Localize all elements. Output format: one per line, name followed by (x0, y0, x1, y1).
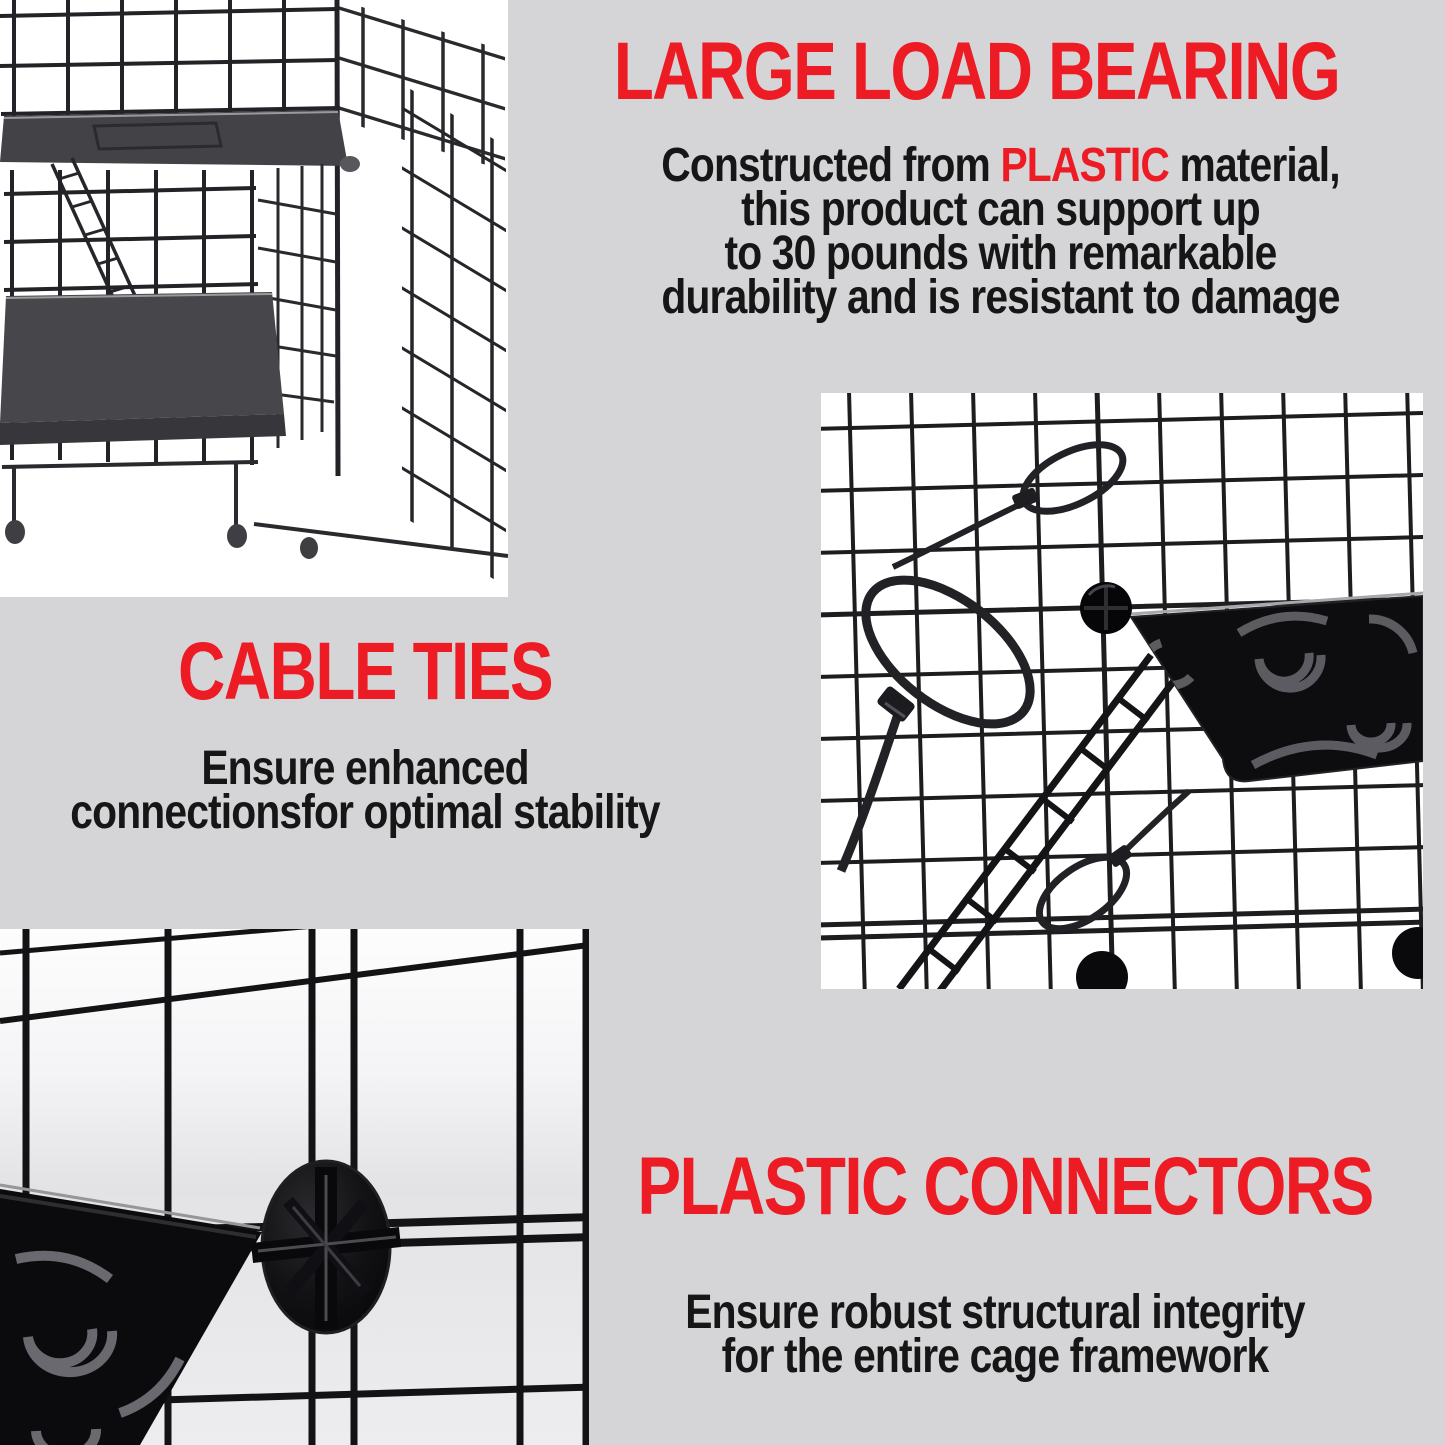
body-line: Ensure robust structural integrity (685, 1286, 1305, 1339)
plastic-connectors-body: Ensure robust structural integrity for t… (591, 1286, 1399, 1383)
highlight-text: PLASTIC (1000, 139, 1170, 192)
body-line: Constructed from PLASTIC material, (623, 142, 1379, 190)
door-grid (402, 88, 506, 580)
corner-post-wire (334, 0, 341, 477)
cable-ties-title: CABLE TIES (178, 626, 554, 717)
body-line: Ensure enhanced (201, 742, 529, 795)
connector-dome (1076, 951, 1128, 989)
side-panel-grid (339, 6, 505, 165)
plastic-connectors-title: PLASTIC CONNECTORS (637, 1141, 1374, 1232)
cable-ties-section: CABLE TIES Ensure enhanced connectionsfo… (0, 626, 745, 839)
shelf-mat (0, 110, 360, 172)
body-line: for the entire cage framework (721, 1330, 1270, 1383)
load-bearing-body: Constructed from PLASTIC material, this … (623, 142, 1379, 324)
body-line: this product can support up (741, 183, 1261, 236)
wire-grid (821, 393, 1423, 989)
plastic-connectors-section: PLASTIC CONNECTORS Ensure robust structu… (540, 1141, 1445, 1383)
upper-back-grid (0, 0, 341, 128)
cage-photo-svg (0, 0, 508, 597)
cable-tie-bottom (1035, 788, 1191, 933)
body-line: to 30 pounds with remarkable (724, 227, 1277, 280)
body-text: Constructed from (661, 139, 1001, 192)
load-bearing-title: LARGE LOAD BEARING (613, 26, 1341, 117)
cable-ties-photo (821, 393, 1423, 989)
floor-mat (0, 292, 286, 445)
load-bearing-section: LARGE LOAD BEARING Constructed from PLAS… (508, 26, 1445, 324)
cable-tie-top (891, 441, 1127, 570)
swirl-pattern (14, 1250, 185, 1445)
body-line: connectionsfor optimal stability (70, 786, 660, 839)
connector-disk (250, 1159, 402, 1335)
plastic-connector-photo (0, 929, 589, 1445)
connector-edge (1392, 927, 1423, 979)
connector-photo-svg (0, 929, 589, 1445)
body-text: material, (1169, 139, 1341, 192)
cable-tie-large (836, 575, 1035, 873)
cable-ties-photo-svg (821, 393, 1423, 989)
connector-knob (1080, 582, 1132, 634)
cable-ties-body: Ensure enhanced connectionsfor optimal s… (42, 742, 688, 839)
shelf-panel (0, 1183, 262, 1445)
body-line: durability and is resistant to damage (661, 271, 1340, 324)
ladder (896, 652, 1188, 989)
cage-feet (1, 460, 508, 559)
cage-photo (0, 0, 508, 597)
